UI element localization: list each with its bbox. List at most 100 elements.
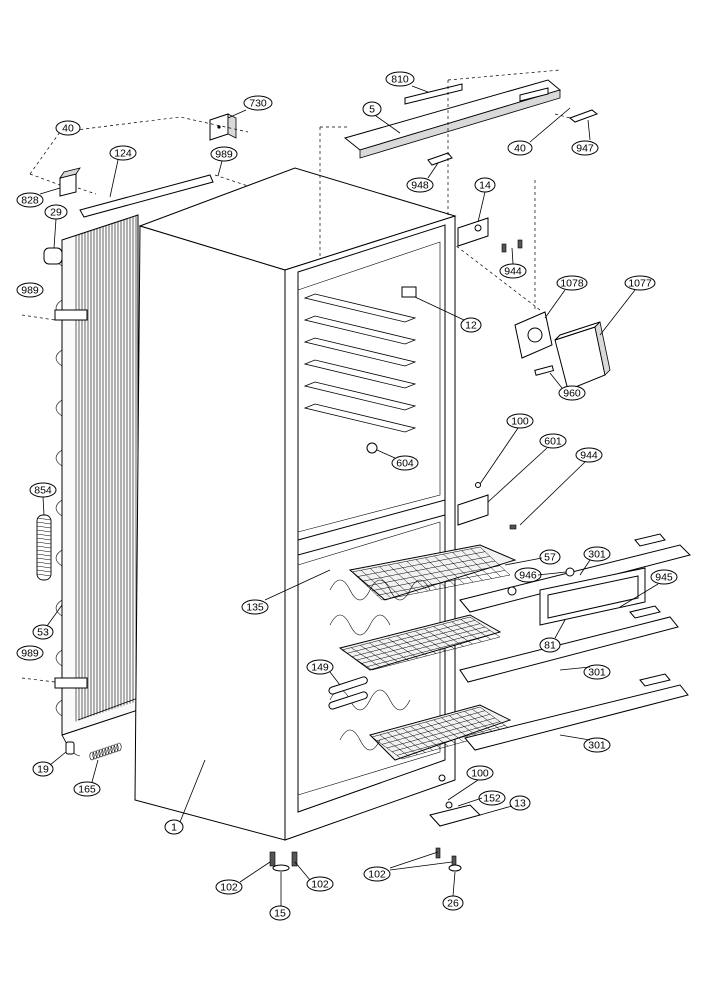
callout-label-12: 12 bbox=[465, 320, 477, 332]
callout-label-947: 947 bbox=[576, 143, 594, 155]
lamp-holder bbox=[401, 286, 417, 298]
leader-line-29 bbox=[53, 218, 57, 249]
washer-946 bbox=[507, 586, 517, 596]
leader-line-19 bbox=[49, 751, 67, 766]
leader-line-13 bbox=[479, 805, 513, 816]
top-rail-strip bbox=[79, 174, 214, 218]
door-control-panel bbox=[539, 567, 646, 626]
leader-line-960 bbox=[549, 372, 563, 389]
callout-301c: 301 bbox=[583, 737, 611, 753]
adjustable-feet bbox=[269, 851, 298, 872]
leader-line-1078 bbox=[544, 289, 566, 319]
door-shelf-middle bbox=[459, 605, 679, 683]
callout-14: 14 bbox=[474, 177, 496, 193]
leader-line-57 bbox=[504, 557, 543, 566]
callout-989a: 989 bbox=[210, 146, 238, 162]
callout-label-854: 854 bbox=[34, 485, 52, 497]
callout-label-124: 124 bbox=[114, 148, 132, 160]
leader-line-301c bbox=[559, 734, 591, 741]
callout-label-1077: 1077 bbox=[628, 278, 652, 290]
evaporator-coils bbox=[329, 579, 431, 751]
callout-label-989b: 989 bbox=[21, 285, 39, 297]
condenser-coil bbox=[55, 214, 139, 751]
callout-label-730: 730 bbox=[249, 98, 267, 110]
middle-hinge bbox=[457, 482, 517, 530]
bracket-828 bbox=[59, 167, 81, 197]
callout-135: 135 bbox=[241, 599, 269, 615]
callout-label-102a: 102 bbox=[220, 882, 238, 894]
leader-line-946 bbox=[537, 571, 567, 576]
callout-124: 124 bbox=[109, 145, 137, 161]
cabinet-body bbox=[134, 167, 457, 841]
leader-line-135 bbox=[264, 569, 331, 601]
callout-label-53: 53 bbox=[37, 627, 49, 639]
callout-165: 165 bbox=[73, 781, 101, 797]
callout-989c: 989 bbox=[16, 645, 44, 661]
lamp-cover bbox=[554, 321, 611, 391]
callout-label-165: 165 bbox=[78, 784, 96, 796]
callout-label-135: 135 bbox=[246, 602, 264, 614]
callout-label-945: 945 bbox=[655, 572, 673, 584]
callout-948: 948 bbox=[406, 177, 434, 193]
rods-149 bbox=[328, 676, 368, 710]
leader-line-828 bbox=[39, 187, 61, 195]
bottom-hinge bbox=[429, 774, 481, 872]
leader-line-12 bbox=[414, 296, 465, 321]
callout-label-989a: 989 bbox=[215, 149, 233, 161]
callout-label-301a: 301 bbox=[588, 549, 606, 561]
callout-label-19: 19 bbox=[37, 764, 49, 776]
callout-29: 29 bbox=[44, 204, 68, 220]
callout-label-828: 828 bbox=[21, 195, 39, 207]
door-shelf-bottom bbox=[464, 673, 689, 751]
callout-102c: 102 bbox=[363, 866, 391, 882]
leader-line-165 bbox=[91, 759, 99, 783]
callout-301b: 301 bbox=[583, 664, 611, 680]
callout-label-944b: 944 bbox=[580, 450, 598, 462]
callout-label-57: 57 bbox=[544, 552, 556, 564]
leader-line-1 bbox=[179, 759, 206, 823]
callout-810: 810 bbox=[385, 71, 415, 87]
callout-label-152: 152 bbox=[483, 793, 501, 805]
callout-604: 604 bbox=[391, 455, 419, 471]
wire-shelf-lower bbox=[369, 704, 512, 761]
callout-label-100a: 100 bbox=[511, 416, 529, 428]
callout-label-15: 15 bbox=[274, 908, 286, 920]
callout-81: 81 bbox=[539, 637, 561, 653]
thermostat-knob bbox=[366, 442, 378, 454]
callout-label-301b: 301 bbox=[588, 667, 606, 679]
callout-1078: 1078 bbox=[556, 275, 588, 291]
thermostat-housing bbox=[514, 311, 553, 359]
leader-line-5 bbox=[375, 115, 401, 134]
wire-shelf-upper bbox=[348, 544, 517, 601]
callout-label-601: 601 bbox=[544, 436, 562, 448]
leader-line-1077 bbox=[599, 289, 636, 336]
callout-945: 945 bbox=[650, 569, 678, 585]
callout-100a: 100 bbox=[506, 413, 534, 429]
callout-label-81: 81 bbox=[544, 640, 556, 652]
callout-label-944a: 944 bbox=[504, 266, 522, 278]
leader-line-102b bbox=[294, 861, 311, 881]
callout-label-14: 14 bbox=[479, 180, 491, 192]
condenser-clip-lower bbox=[54, 677, 88, 689]
callout-label-102b: 102 bbox=[311, 879, 329, 891]
callout-828: 828 bbox=[16, 192, 44, 208]
leader-line-100b bbox=[447, 779, 479, 801]
condenser-clip-upper bbox=[54, 309, 88, 321]
wire-shelf-middle bbox=[338, 614, 502, 671]
callout-label-604: 604 bbox=[396, 458, 414, 470]
leader-line-947 bbox=[587, 119, 591, 141]
callout-label-810: 810 bbox=[391, 74, 409, 86]
callout-label-13: 13 bbox=[514, 798, 526, 810]
callout-13: 13 bbox=[509, 795, 531, 811]
callout-label-946: 946 bbox=[519, 570, 537, 582]
leader-line-810 bbox=[411, 85, 429, 93]
leader-line-124 bbox=[109, 159, 119, 198]
leader-line-26 bbox=[452, 871, 456, 897]
leader-line-81 bbox=[554, 619, 566, 639]
callout-854: 854 bbox=[29, 482, 57, 498]
leader-line-40b bbox=[529, 107, 571, 143]
drain-spring bbox=[36, 514, 52, 581]
callout-label-1078: 1078 bbox=[560, 278, 584, 290]
leader-line-102a bbox=[239, 861, 271, 883]
